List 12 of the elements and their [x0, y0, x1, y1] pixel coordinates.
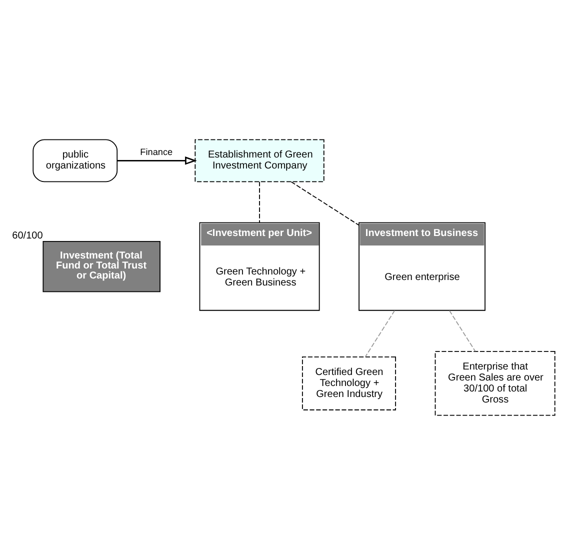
- connector: [448, 310, 476, 352]
- connector: [290, 180, 360, 226]
- node-label: 60/100: [12, 230, 43, 242]
- connector: [364, 310, 396, 357]
- node-box: Enterprise that Green Sales are over 30/100 of total Gross: [434, 350, 556, 416]
- node-box: public organizations: [32, 138, 118, 182]
- connector: [259, 180, 260, 222]
- arrow: [117, 156, 197, 164]
- edge-label: Finance: [140, 146, 173, 157]
- node-box: Establishment of Green Investment Company: [194, 138, 324, 182]
- node-box: Certified Green Technology + Green Industry: [302, 356, 396, 410]
- node-box: Investment (Total Fund or Total Trust or Capital): [42, 240, 160, 292]
